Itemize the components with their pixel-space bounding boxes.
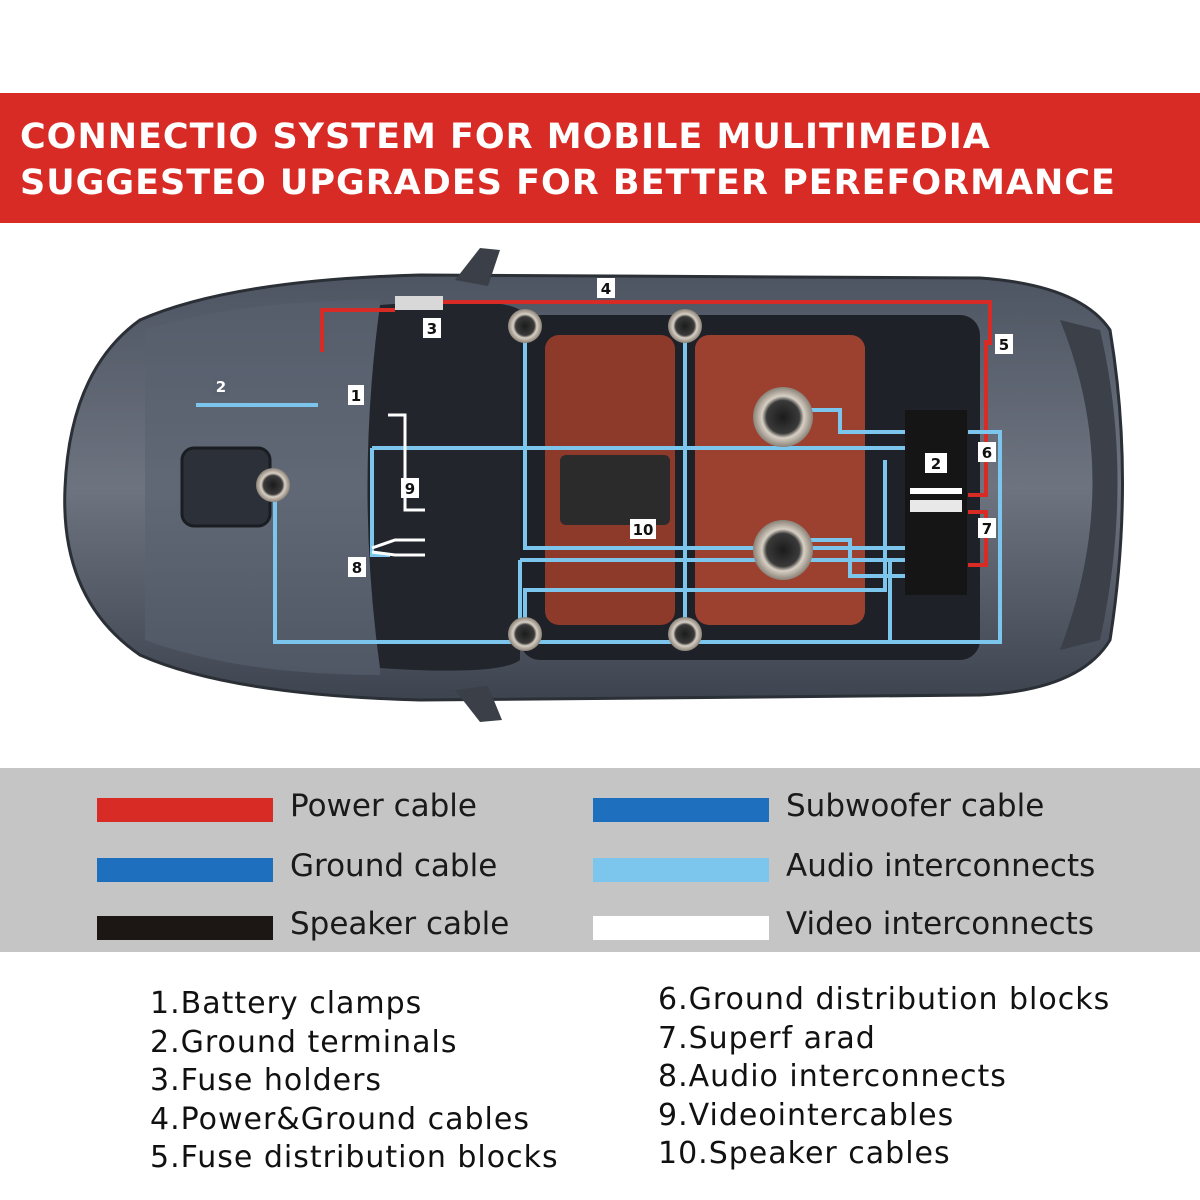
- legend-swatch-subwoofer: [593, 798, 769, 822]
- car-cabin: [367, 296, 980, 671]
- svg-text:2: 2: [216, 378, 226, 396]
- part-item-3: 3.Fuse holders: [150, 1063, 383, 1098]
- legend-swatch-ground: [97, 858, 273, 882]
- legend-swatch-speaker: [97, 916, 273, 940]
- svg-text:6: 6: [982, 444, 992, 462]
- legend-label-speaker: Speaker cable: [290, 906, 510, 942]
- speaker-rear-left: [668, 309, 702, 343]
- video-interconnect-lines: [371, 413, 425, 557]
- svg-text:1: 1: [351, 387, 361, 405]
- part-item-6: 6.Ground distribution blocks: [658, 982, 1111, 1017]
- legend-label-ground: Ground cable: [290, 848, 498, 884]
- part-item-7: 7.Superf arad: [658, 1020, 876, 1056]
- cable-legend: Power cable Subwoofer cable Ground cable…: [0, 768, 1200, 952]
- svg-text:9: 9: [405, 480, 415, 498]
- parts-list-left: 1.Battery clamps 2.Ground terminals 3.Fu…: [150, 985, 559, 1178]
- car-wiring-diagram: 1 2 3 4 5 2 6 7 8 9 10: [63, 248, 1124, 722]
- subwoofer-top: [753, 387, 813, 447]
- speakers: [256, 309, 813, 651]
- legend-swatch-power: [97, 798, 273, 822]
- svg-text:10: 10: [633, 521, 654, 539]
- part-item-5: 5.Fuse distribution blocks: [150, 1140, 559, 1175]
- legend-swatch-audio: [593, 858, 769, 882]
- title-banner: CONNECTIO SYSTEM FOR MOBILE MULITIMEDIA …: [0, 93, 1200, 223]
- callout-2-rear: 2: [925, 453, 947, 473]
- legend-label-power: Power cable: [290, 788, 477, 824]
- legend-label-subwoofer: Subwoofer cable: [786, 788, 1045, 824]
- svg-text:5: 5: [999, 336, 1009, 354]
- speaker-hood: [256, 468, 290, 502]
- svg-text:4: 4: [601, 280, 611, 298]
- speaker-front-left: [508, 309, 542, 343]
- svg-text:8: 8: [352, 559, 362, 577]
- callout-4: 4: [597, 278, 615, 298]
- callout-2-front: 2: [212, 376, 230, 396]
- callout-1: 1: [348, 385, 364, 405]
- callout-8: 8: [348, 557, 366, 577]
- subwoofer-bottom: [753, 520, 813, 580]
- part-item-4: 4.Power&Ground cables: [150, 1101, 530, 1137]
- callout-3: 3: [423, 318, 441, 338]
- svg-text:2: 2: [931, 455, 941, 473]
- callout-9: 9: [401, 478, 419, 498]
- legend-swatch-video: [593, 916, 769, 940]
- parts-list-right: 6.Ground distribution blocks 7.Superf ar…: [658, 981, 1110, 1174]
- callout-labels: 1 2 3 4 5 2 6 7 8 9 10: [212, 278, 1013, 577]
- callout-5: 5: [995, 334, 1013, 354]
- callout-7: 7: [978, 518, 996, 538]
- title-line-2: SUGGESTEO UPGRADES FOR BETTER PEREFORMAN…: [20, 163, 1116, 203]
- part-item-1: 1.Battery clamps: [150, 986, 423, 1021]
- speaker-front-right: [508, 617, 542, 651]
- part-item-10: 10.Speaker cables: [658, 1136, 951, 1171]
- callout-10: 10: [630, 519, 656, 539]
- power-cable-lines: [320, 300, 992, 567]
- part-item-8: 8.Audio interconnects: [658, 1059, 1007, 1094]
- legend-label-audio: Audio interconnects: [786, 848, 1096, 884]
- legend-label-video: Video interconnects: [786, 906, 1094, 942]
- part-item-9: 9.Videointercables: [658, 1097, 955, 1133]
- svg-text:7: 7: [982, 520, 992, 538]
- svg-text:3: 3: [427, 320, 437, 338]
- callout-6: 6: [978, 442, 996, 462]
- part-item-2: 2.Ground terminals: [150, 1024, 458, 1060]
- speaker-rear-right: [668, 617, 702, 651]
- title-line-1: CONNECTIO SYSTEM FOR MOBILE MULITIMEDIA: [20, 117, 991, 157]
